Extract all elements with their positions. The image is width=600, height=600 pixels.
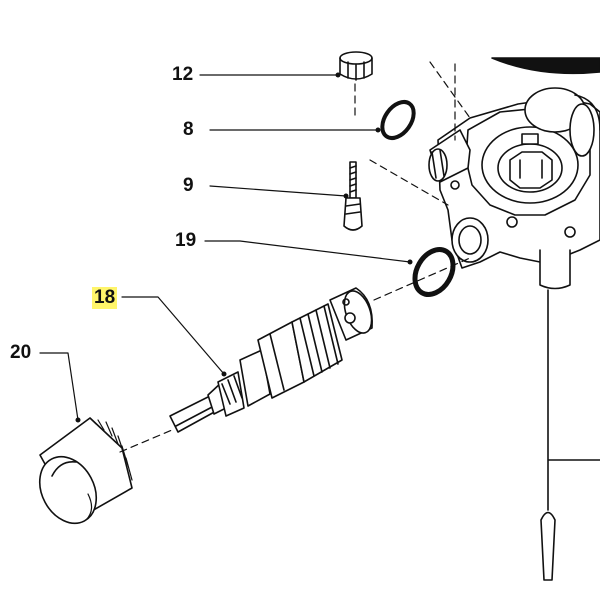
callout-20: 20 [10, 342, 32, 363]
part-19-o-ring [412, 247, 456, 297]
callout-19: 19 [175, 230, 197, 251]
callout-9: 9 [183, 175, 194, 196]
callout-12: 12 [172, 64, 194, 85]
pump-housing [437, 87, 600, 290]
top-cover-part [491, 57, 600, 75]
part-8-o-ring [380, 99, 416, 141]
housing-side-port [428, 129, 471, 183]
callout-8: 8 [183, 119, 194, 140]
leader-lines [39, 74, 411, 421]
part-18-valve-fitting [169, 287, 373, 433]
part-12-nut [339, 51, 373, 81]
part-20-cap-knob [38, 417, 133, 525]
part-9-screw [343, 161, 363, 231]
connector-wire [540, 289, 600, 581]
alignment-axes [119, 61, 471, 453]
callout-18-highlighted: 18 [92, 287, 118, 309]
